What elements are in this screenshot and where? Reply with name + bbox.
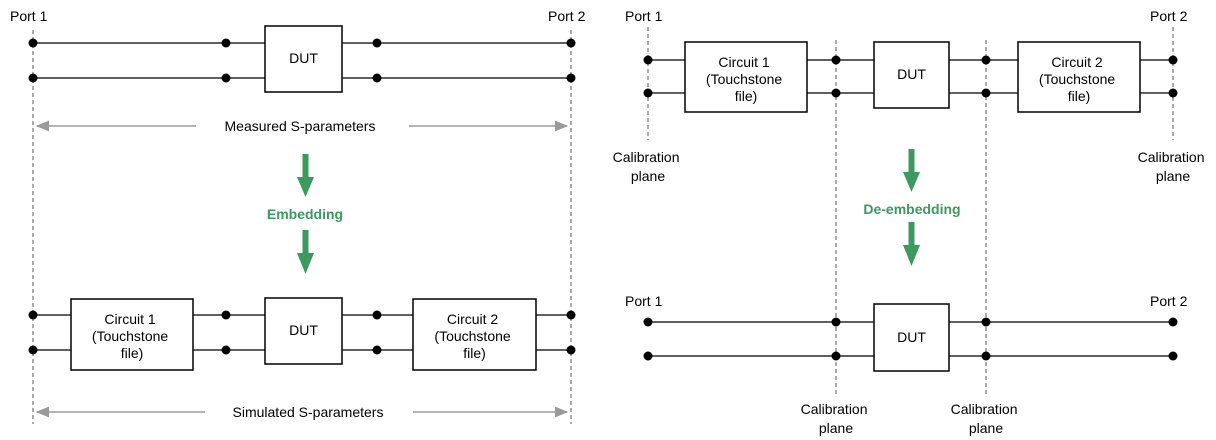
deembedding-flow-arrow-bottom: [903, 222, 920, 266]
calibration-plane-label-right: Calibration plane: [1138, 149, 1209, 184]
measured-network: DUT: [28, 25, 576, 93]
port1-label: Port 1: [10, 8, 48, 24]
simulated-network: Circuit 1 (Touchstone file) DUT Circuit …: [28, 297, 576, 371]
node-dot: [566, 38, 576, 48]
circuit1-box: [684, 41, 808, 113]
dut-box: [873, 41, 950, 109]
node-dot: [221, 73, 231, 83]
node-dot: [28, 73, 38, 83]
node-dot: [831, 55, 841, 65]
node-dot: [28, 310, 38, 320]
dut-label: DUT: [897, 329, 926, 345]
port2-label-bottom: Port 2: [1150, 293, 1188, 309]
node-dot: [372, 310, 382, 320]
node-dot: [831, 351, 841, 361]
measured-label: Measured S-parameters: [225, 118, 376, 134]
calibration-plane-label-bottom-left: Calibration plane: [801, 401, 872, 436]
calibration-plane-label-bottom-right: Calibration plane: [951, 401, 1022, 436]
simulated-label: Simulated S-parameters: [233, 404, 384, 420]
dut-box: [873, 303, 950, 372]
node-dot: [1168, 55, 1178, 65]
node-dot: [372, 73, 382, 83]
node-dot: [831, 317, 841, 327]
deembedded-network: DUT: [643, 303, 1178, 372]
node-dot: [643, 88, 653, 98]
node-dot: [566, 345, 576, 355]
node-dot: [981, 351, 991, 361]
node-dot: [28, 38, 38, 48]
node-dot: [1168, 317, 1178, 327]
node-dot: [566, 310, 576, 320]
node-dot: [981, 88, 991, 98]
port1-label-bottom: Port 1: [625, 293, 663, 309]
node-dot: [221, 345, 231, 355]
node-dot: [1168, 351, 1178, 361]
measured-fixture-network: Circuit 1 (Touchstone file) DUT Circuit …: [643, 41, 1178, 113]
circuit1-label: Circuit 1 (Touchstone file): [92, 311, 172, 361]
node-dot: [28, 345, 38, 355]
port1-label: Port 1: [625, 8, 663, 24]
node-dot: [981, 317, 991, 327]
dut-box: [264, 297, 343, 365]
node-dot: [221, 38, 231, 48]
circuit2-label: Circuit 2 (Touchstone file): [434, 311, 514, 361]
embedding-label: Embedding: [267, 206, 343, 222]
node-dot: [372, 345, 382, 355]
port2-label: Port 2: [548, 8, 586, 24]
circuit2-box: [1017, 41, 1141, 113]
node-dot: [1168, 88, 1178, 98]
dut-box: [264, 25, 343, 93]
dut-label: DUT: [897, 66, 926, 82]
node-dot: [221, 310, 231, 320]
deembedding-label: De-embedding: [863, 201, 960, 217]
deembedding-panel: Port 1 Port 2 Circuit 1 (Touchstone file…: [613, 8, 1209, 436]
port2-label: Port 2: [1150, 8, 1188, 24]
embedding-flow-arrow-bottom: [297, 230, 314, 274]
calibration-plane-label-left: Calibration plane: [613, 149, 684, 184]
node-dot: [643, 317, 653, 327]
circuit2-box: [412, 298, 537, 371]
node-dot: [643, 55, 653, 65]
dut-label: DUT: [289, 322, 318, 338]
node-dot: [643, 351, 653, 361]
deembedding-flow-arrow-top: [903, 149, 920, 192]
dut-label: DUT: [289, 50, 318, 66]
embedding-panel: Port 1 Port 2 DUT Measured S-parameters: [10, 8, 586, 424]
node-dot: [566, 73, 576, 83]
circuit1-box: [70, 298, 194, 371]
circuit2-label: Circuit 2 (Touchstone file): [1039, 54, 1119, 104]
node-dot: [981, 55, 991, 65]
embedding-flow-arrow-top: [297, 154, 314, 197]
node-dot: [831, 88, 841, 98]
node-dot: [372, 38, 382, 48]
circuit1-label: Circuit 1 (Touchstone file): [706, 54, 786, 104]
